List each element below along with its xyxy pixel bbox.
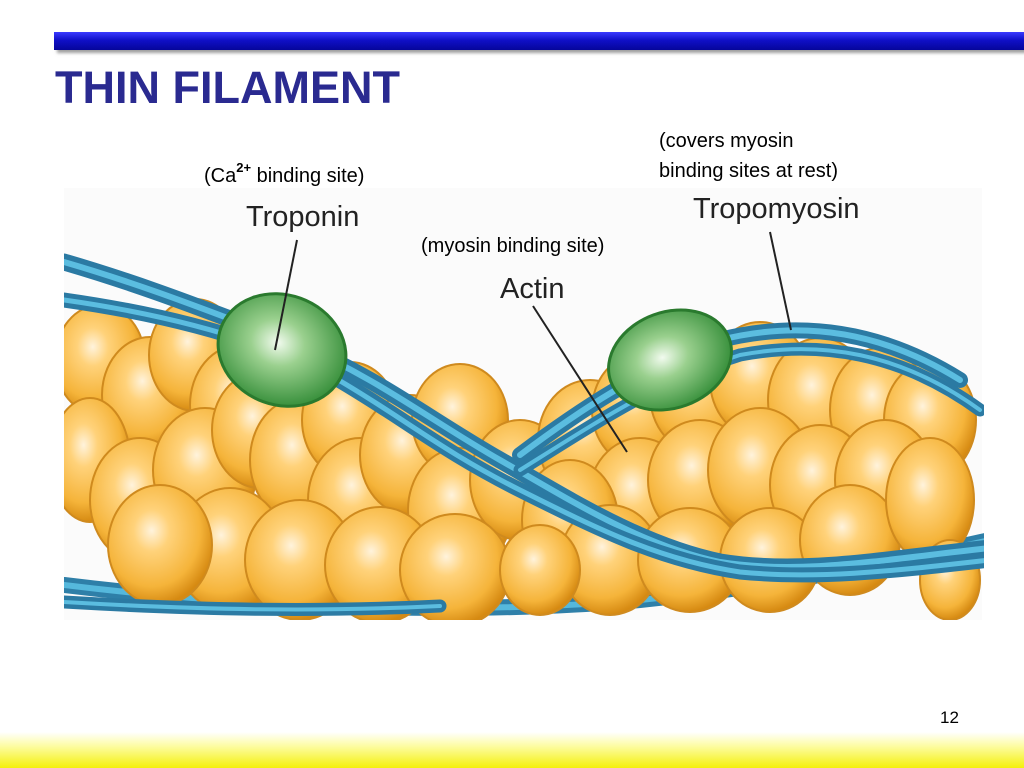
troponin-note-suffix: binding site) [251,165,365,187]
actin-bead [499,524,581,616]
tropomyosin-label: Tropomyosin [693,193,860,225]
calcium-charge: 2+ [236,160,252,176]
troponin-note-prefix: (Ca [204,165,237,187]
troponin-complex-right [607,308,733,412]
actin-bead [107,484,213,606]
tropomyosin-note-line1: (covers myosin [659,130,794,152]
actin-label: Actin [500,273,564,305]
actin-pointer-line [532,305,628,453]
tropomyosin-pointer-line [769,231,792,331]
title-bar-decoration [54,32,1024,50]
troponin-complex-left [216,292,348,408]
page-number: 12 [940,708,959,727]
troponin-pointer-line [274,239,298,351]
troponin-note: (Ca2+ binding site) [204,161,364,191]
troponin-label: Troponin [246,201,359,233]
footer-bar-decoration [0,732,1024,768]
tropomyosin-note-line2: binding sites at rest) [659,160,838,182]
slide-title: THIN FILAMENT [55,62,400,113]
actin-note: (myosin binding site) [421,235,605,257]
